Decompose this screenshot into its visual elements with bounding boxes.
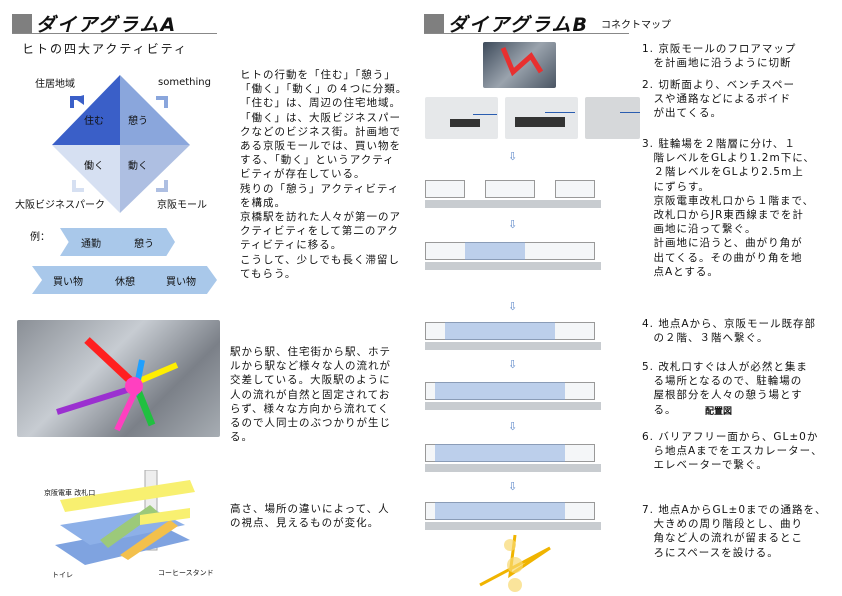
- step-5: 5. 改札口すぐは人が必然と集ま る場所となるので、駐輪場の 屋根部分を人々の憩…: [642, 361, 808, 416]
- description-viewpoints: 高さ、場所の違いによって、人 の視点、見えるものが変化。: [230, 503, 390, 530]
- corner-label-business-park: 大阪ビジネスパーク: [15, 200, 105, 211]
- quadrant-move: [120, 145, 190, 213]
- section-strip-2: [425, 234, 601, 270]
- description-crossing-flows: 駅から駅、住宅街から駅、ホテ ルから駅など様々な人の流れが 交差している。大阪駅…: [230, 346, 391, 444]
- flow-step: 憩う: [113, 228, 175, 256]
- section-strip-5: [425, 436, 601, 472]
- title-rule: [424, 33, 629, 34]
- title-square-icon: [424, 13, 444, 34]
- corner-label-residential: 住居地域: [35, 79, 75, 90]
- floor-plan-3: [585, 97, 640, 139]
- step-4: 4. 地点Aから、京阪モール既存部 の２階、３階へ繋ぐ。: [642, 318, 817, 345]
- corner-label-something: something: [158, 77, 211, 88]
- title-square-icon: [12, 13, 32, 34]
- people-flow-arrows: [56, 337, 179, 432]
- quadrant-label-relax: 憩う: [128, 116, 148, 127]
- subtitle: ヒトの四大アクティビティ: [22, 42, 188, 56]
- description-activities: ヒトの行動を「住む」「憩う」 「働く」「動く」の４つに分類。 「住む」は、周辺の…: [240, 69, 408, 280]
- down-arrow-icon: ⇩: [508, 150, 518, 163]
- step-3: 3. 駐輪場を２階層に分け、１ 階レベルをGLより1.2m下に、 ２階レベルをG…: [642, 138, 815, 278]
- example-label: 例：: [30, 232, 50, 243]
- title-subtitle: コネクトマップ: [600, 20, 671, 31]
- iso-label-toilet: トイレ: [52, 571, 73, 579]
- layout-plan-label: 配置図: [705, 407, 733, 417]
- step-2: 2. 切断面より、ベンチスペー スや通路などによるボイド が出てくる。: [642, 79, 795, 120]
- arrow-tl-icon: [70, 95, 84, 108]
- quadrant-work: [52, 145, 120, 213]
- down-arrow-icon: ⇩: [508, 358, 518, 371]
- flow-arrows-diagram: [479, 534, 551, 592]
- floor-plan-2: [505, 97, 578, 139]
- step-1: 1. 京阪モールのフロアマップ を計画地に沿うように切断: [642, 43, 797, 70]
- arrow-tr-icon: [156, 96, 168, 108]
- flow-step: 通勤: [60, 228, 122, 256]
- down-arrow-icon: ⇩: [508, 218, 518, 231]
- down-arrow-icon: ⇩: [508, 300, 518, 313]
- quadrant-label-live: 住む: [84, 116, 104, 127]
- section-strip-4: [425, 374, 601, 410]
- floor-plan-1: [425, 97, 498, 139]
- iso-label-coffee-stand: コーヒースタンド: [158, 569, 214, 577]
- isometric-levels-diagram: [55, 470, 195, 565]
- quadrant-label-work: 働く: [84, 161, 104, 172]
- aerial-flow-photo: [17, 320, 220, 437]
- diagram-b-title: ダイアグラムB コネクトマップ: [424, 10, 671, 37]
- section-strip-6: [425, 494, 601, 530]
- quadrant-relax: [120, 75, 190, 145]
- arrow-bl-icon: [72, 180, 84, 192]
- flow-step: 買い物: [32, 266, 104, 294]
- step-6: 6. バリアフリー面から、GL±0か ら地点Aまでをエスカレーター、 エレベータ…: [642, 431, 823, 472]
- quadrant-label-move: 動く: [128, 161, 148, 172]
- diagram-a-title: ダイアグラムA: [12, 10, 177, 37]
- down-arrow-icon: ⇩: [508, 420, 518, 433]
- title-rule: [12, 33, 217, 34]
- quadrant-live: [52, 75, 120, 145]
- iso-label-ticket-gate: 京阪電車 改札口: [44, 489, 96, 497]
- activity-diamond: [52, 75, 190, 213]
- title-text: ダイアグラムA: [36, 14, 178, 36]
- down-arrow-icon: ⇩: [508, 480, 518, 493]
- corner-label-keihan-mall: 京阪モール: [157, 200, 207, 211]
- aerial-site-photo: [483, 42, 556, 88]
- title-text: ダイアグラムB: [448, 14, 589, 36]
- arrow-br-icon: [156, 180, 168, 192]
- section-strip-1: [425, 172, 601, 208]
- section-strip-3: [425, 314, 601, 350]
- flow-step: 買い物: [145, 266, 217, 294]
- step-7: 7. 地点AからGL±0までの通路を、 大きめの周り階段とし、曲り 角など人の流…: [642, 504, 827, 559]
